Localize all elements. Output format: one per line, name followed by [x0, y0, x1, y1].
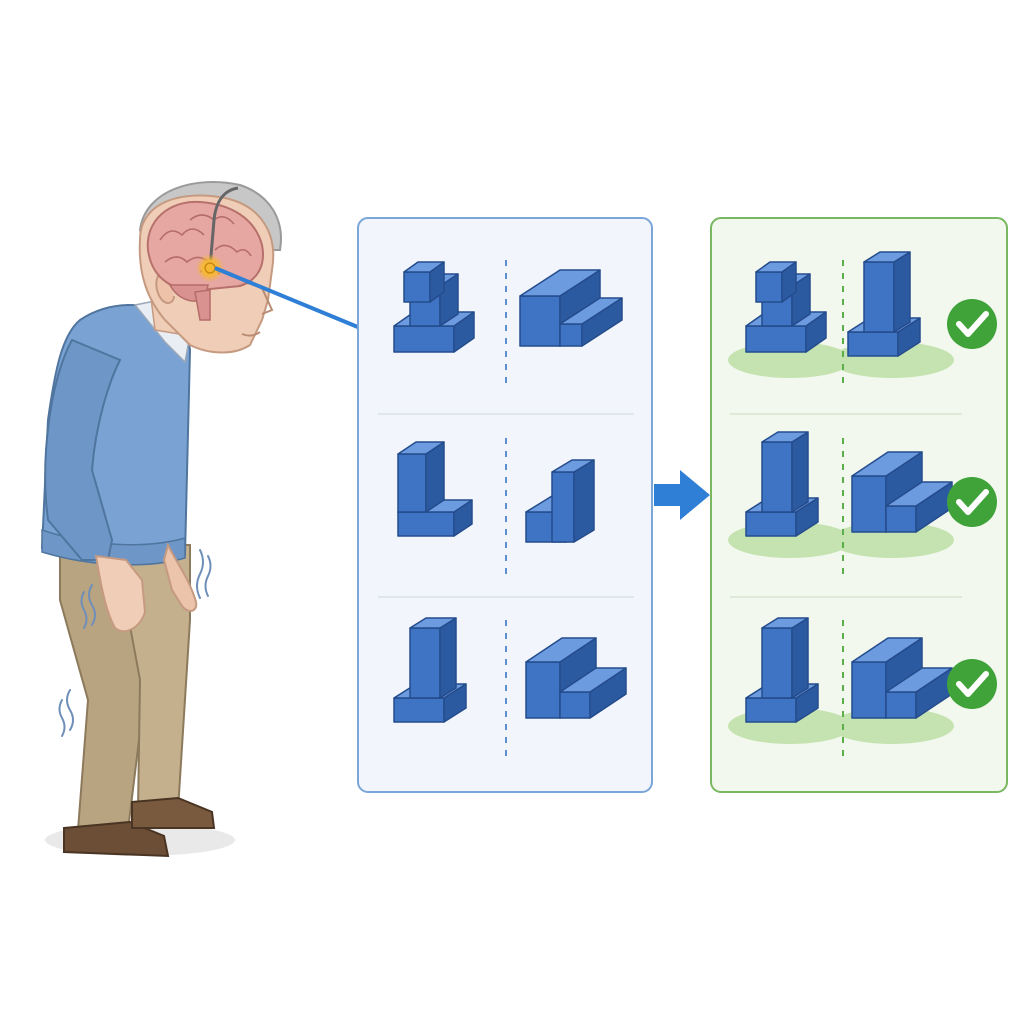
matched-block-5	[745, 617, 819, 723]
left-panel	[357, 217, 653, 793]
matched-block-4	[851, 451, 953, 533]
nose	[261, 287, 274, 315]
matched-block-6	[851, 637, 953, 719]
rotation-block-3	[397, 441, 473, 537]
right-panel	[710, 217, 1008, 793]
back-shoe	[131, 796, 216, 829]
rotation-block-2	[519, 269, 623, 347]
matched-block-2	[847, 251, 921, 357]
matched-block-1	[745, 261, 827, 353]
rotation-block-6	[525, 637, 627, 719]
check-icon	[947, 477, 997, 527]
elderly-person-figure	[40, 181, 282, 858]
electrode-tip	[204, 262, 216, 274]
arrow-right-icon	[654, 470, 710, 520]
check-icon	[947, 299, 997, 349]
right-hand	[162, 542, 198, 612]
left-arm	[44, 338, 122, 561]
check-icon	[947, 659, 997, 709]
rotation-block-4	[525, 459, 595, 543]
brain-icon	[146, 200, 264, 321]
front-shoe	[63, 820, 170, 858]
left-hand	[94, 554, 147, 633]
mouth	[241, 331, 261, 337]
rotation-block-1	[393, 261, 475, 353]
electrode-icon	[208, 186, 239, 269]
tremor-lines-icon	[58, 549, 212, 737]
matched-block-3	[745, 431, 819, 537]
rotation-block-5	[393, 617, 467, 723]
